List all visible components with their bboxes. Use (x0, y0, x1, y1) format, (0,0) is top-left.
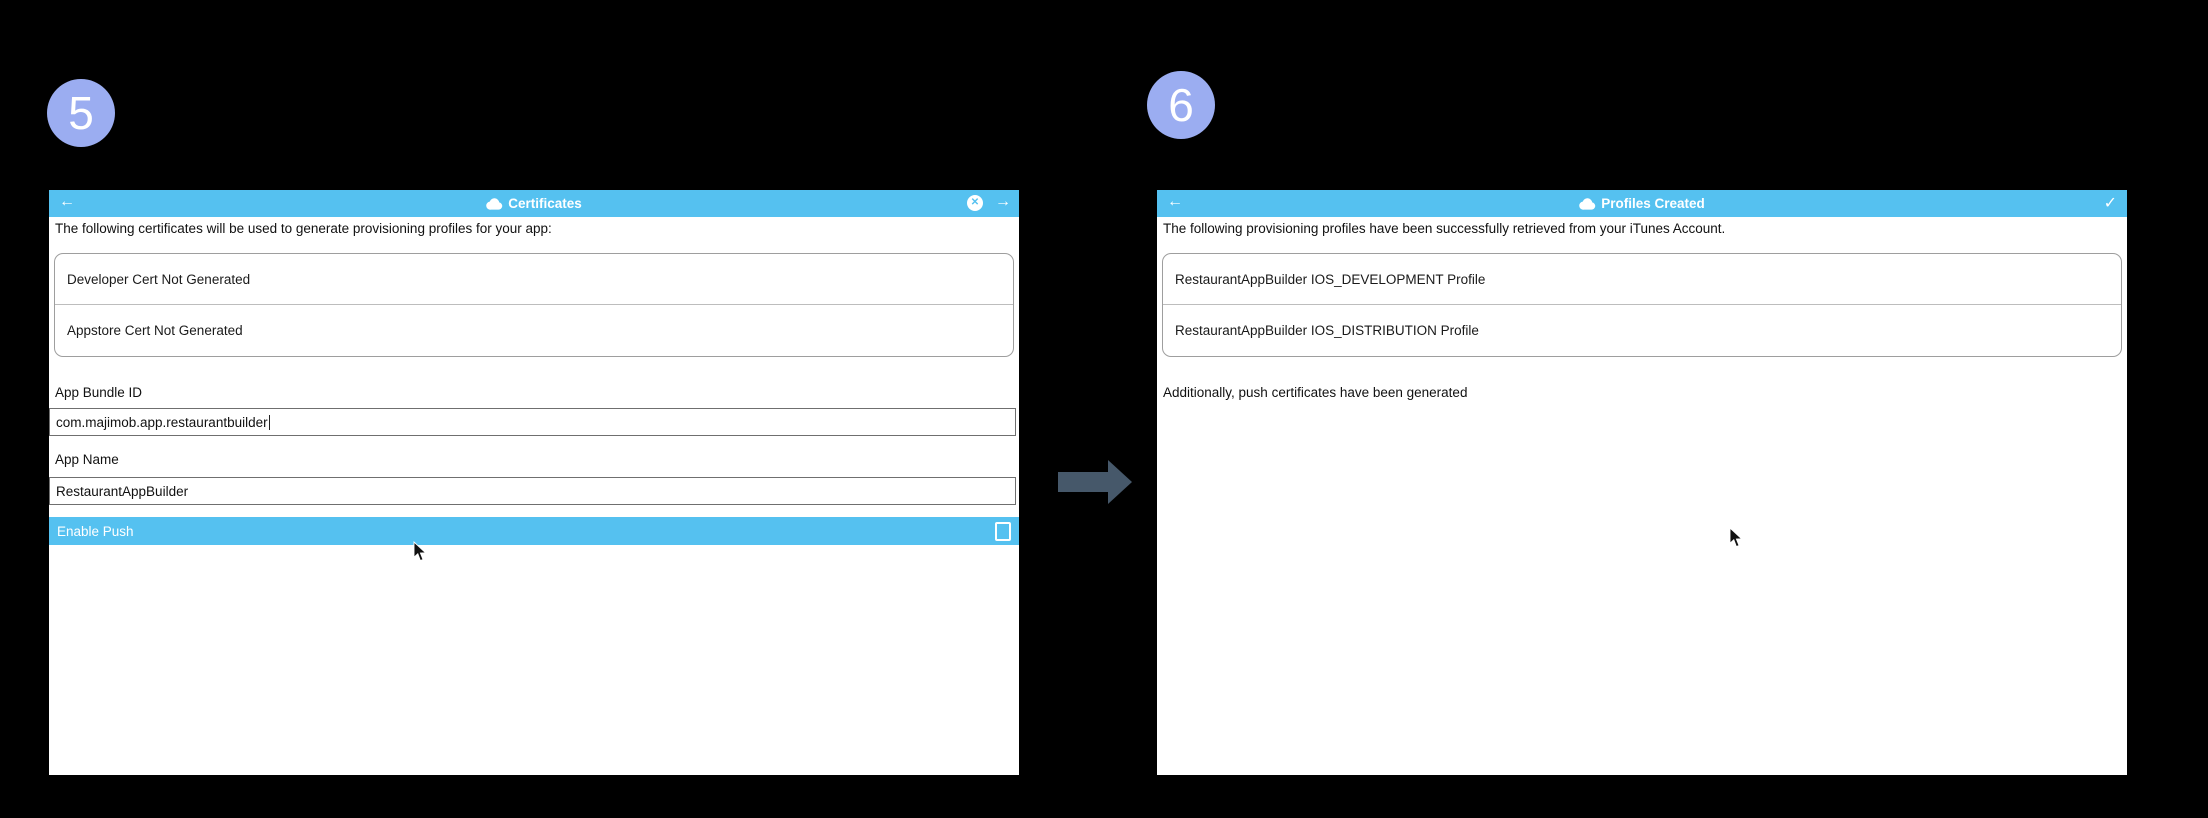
cloud-icon (486, 197, 503, 210)
page-title: Certificates (508, 196, 582, 211)
app-name-value: RestaurantAppBuilder (56, 483, 189, 499)
bundle-id-label: App Bundle ID (55, 385, 143, 400)
text-caret (268, 414, 270, 430)
description-text: The following certificates will be used … (55, 221, 552, 236)
step-number-badge-5: 5 (47, 79, 115, 147)
push-certificates-note: Additionally, push certificates have bee… (1163, 385, 1468, 400)
mouse-cursor (1729, 527, 1743, 548)
navbar-title: Profiles Created (1157, 190, 2127, 217)
navbar-title: Certificates (49, 190, 1019, 217)
mouse-cursor (413, 541, 427, 562)
flow-arrow-shaft (1058, 472, 1108, 492)
app-name-input[interactable]: RestaurantAppBuilder (49, 477, 1016, 505)
list-item-distribution-profile[interactable]: RestaurantAppBuilder IOS_DISTRIBUTION Pr… (1163, 304, 2121, 355)
profiles-navbar: ← Profiles Created ✓ (1157, 190, 2127, 217)
forward-icon[interactable]: → (995, 193, 1011, 210)
back-icon[interactable]: ← (1167, 193, 1183, 210)
flow-arrow (1058, 460, 1132, 504)
enable-push-row[interactable]: Enable Push (49, 517, 1019, 545)
enable-push-checkbox[interactable] (995, 522, 1011, 541)
list-item-appstore-cert[interactable]: Appstore Cert Not Generated (55, 304, 1013, 355)
certificates-list: Developer Cert Not Generated Appstore Ce… (54, 253, 1014, 357)
cloud-icon (1579, 197, 1596, 210)
close-icon[interactable]: ✕ (967, 195, 983, 211)
certificates-navbar: ← Certificates ✕ → (49, 190, 1019, 217)
profiles-created-screen: ← Profiles Created ✓ The following provi… (1157, 190, 2127, 775)
profiles-list: RestaurantAppBuilder IOS_DEVELOPMENT Pro… (1162, 253, 2122, 357)
enable-push-label: Enable Push (57, 523, 134, 539)
app-name-label: App Name (55, 452, 119, 467)
back-icon[interactable]: ← (59, 193, 75, 210)
step-number-badge-6: 6 (1147, 71, 1215, 139)
bundle-id-input[interactable]: com.majimob.app.restaurantbuilder (49, 408, 1016, 436)
bundle-id-value: com.majimob.app.restaurantbuilder (56, 414, 268, 430)
certificates-screen: ← Certificates ✕ → The following certifi… (49, 190, 1019, 775)
list-item-developer-cert[interactable]: Developer Cert Not Generated (67, 271, 251, 287)
page-title: Profiles Created (1601, 196, 1705, 211)
confirm-check-icon[interactable]: ✓ (2103, 195, 2117, 212)
list-item-development-profile[interactable]: RestaurantAppBuilder IOS_DEVELOPMENT Pro… (1175, 271, 1486, 287)
flow-arrow-head (1108, 460, 1132, 504)
description-text: The following provisioning profiles have… (1163, 221, 1726, 236)
